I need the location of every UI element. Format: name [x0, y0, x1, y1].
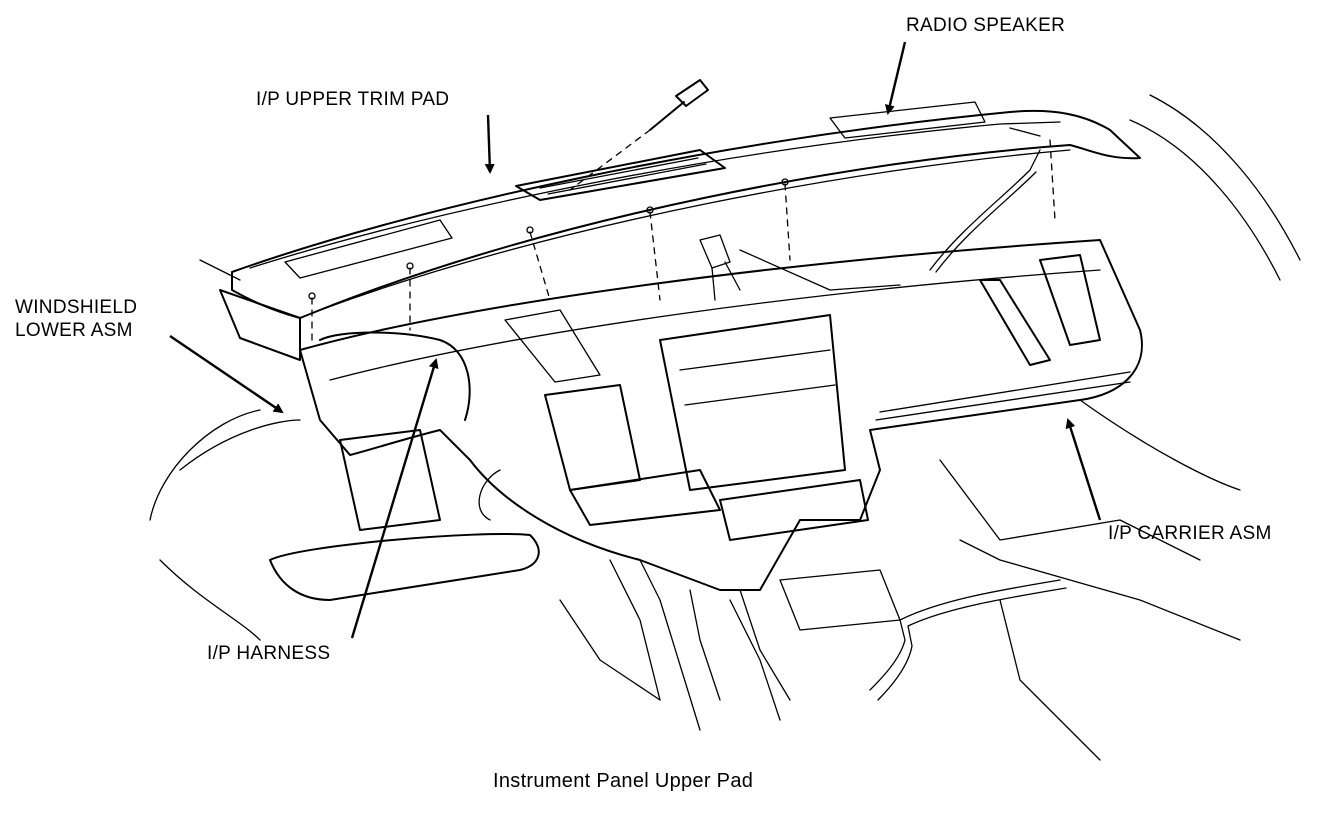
- ip-harness-wiring: [319, 149, 1067, 701]
- windshield-label-line-1: WINDSHIELD: [15, 297, 138, 318]
- callout-radio-speaker: RADIO SPEAKER: [906, 15, 1066, 36]
- windshield-label-line-2: LOWER ASM: [15, 320, 133, 341]
- ip-carrier: [269, 239, 1143, 601]
- mounting-bolt: [569, 79, 709, 191]
- callout-upper-trim-pad: I/P UPPER TRIM PAD: [256, 89, 450, 110]
- callout-carrier-asm: I/P CARRIER ASM: [1108, 523, 1272, 544]
- figure-caption: Instrument Panel Upper Pad: [493, 770, 754, 792]
- vehicle-body-outline: [149, 94, 1301, 761]
- callout-harness: I/P HARNESS: [207, 643, 331, 664]
- fastener-guide-lines: [308, 139, 1056, 341]
- callout-leaders: [169, 41, 1102, 639]
- upper-trim-pad: [219, 101, 1141, 361]
- callout-windshield-lower-asm: WINDSHIELD LOWER ASM: [15, 296, 137, 342]
